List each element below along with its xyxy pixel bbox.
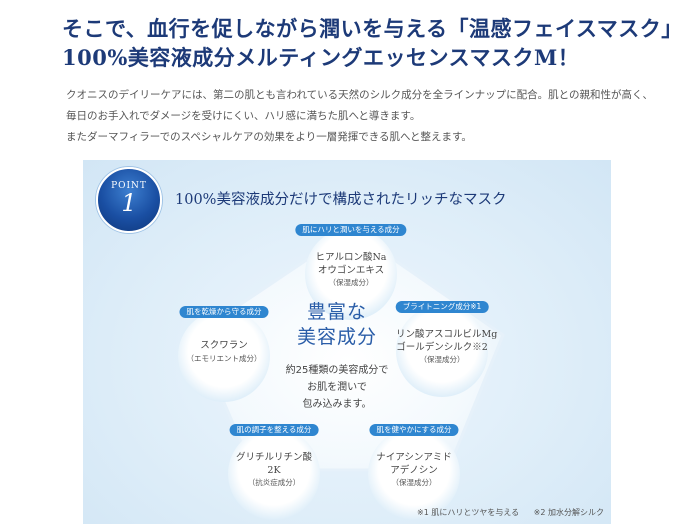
title-line-1: そこで、血行を促しながら潤いを与える「温感フェイスマスク」 [62,16,683,41]
node-line: ヒアルロン酸Na [315,252,387,263]
point-badge: POINT 1 [96,167,162,233]
ingredient-node-bottom-right: 肌を健やかにする成分 ナイアシンアミド アデノシン （保湿成分） [368,424,460,520]
node-tag: 肌を乾燥から守る成分 [179,306,269,318]
node-sub: （抗炎症成分） [247,478,301,487]
point-label: POINT [111,181,147,191]
node-sub: （保湿成分） [328,278,374,287]
center-headline: 豊富な 美容成分 [262,300,412,350]
node-tag: 肌の調子を整える成分 [229,424,319,436]
center-headline-line: 美容成分 [296,326,377,348]
footnote: ※1 肌にハリとツヤを与える [417,508,520,517]
intro-line: 毎日のお手入れでダメージを受けにくい、ハリ感に満ちた肌へと導きます。 [66,110,421,122]
point-number: 1 [121,189,137,217]
node-tag: ブライトニング成分※1 [395,301,489,313]
ingredient-node-top: 肌にハリと潤いを与える成分 ヒアルロン酸Na オウゴンエキス （保湿成分） [295,224,407,320]
intro-line: クオニスのデイリーケアには、第二の肌とも言われている天然のシルク成分を全ラインナ… [66,89,654,101]
node-line: スクワラン [200,340,248,351]
center-description-line: 約25種類の美容成分で [285,365,389,376]
node-tag: 肌にハリと潤いを与える成分 [295,224,407,236]
node-line: ゴールデンシルク※2 [396,341,488,353]
center-description-line: お肌を潤いで [307,382,367,393]
node-sub: （エモリエント成分） [186,353,262,363]
page-title: そこで、血行を促しながら潤いを与える「温感フェイスマスク」 100%美容液成分メ… [62,14,692,72]
center-description: 約25種類の美容成分で お肌を潤いで 包み込みます。 [262,362,412,413]
footnote: ※2 加水分解シルク [533,508,604,517]
node-sub: （保湿成分） [391,478,437,487]
center-headline-line: 豊富な [306,301,367,323]
center-description-line: 包み込みます。 [302,399,372,410]
center-message: 豊富な 美容成分 約25種類の美容成分で お肌を潤いで 包み込みます。 [262,300,412,413]
node-line: 2K [267,464,281,476]
title-line-2: 100%美容液成分メルティングエッセンスマスクM！ [62,45,580,70]
ingredient-node-bottom-left: 肌の調子を整える成分 グリチルリチン酸 2K （抗炎症成分） [228,424,320,520]
section-heading: 100%美容液成分だけで構成されたリッチなマスク [175,192,507,208]
ingredient-node-left: 肌を乾燥から守る成分 スクワラン （エモリエント成分） [178,306,270,402]
node-line: アデノシン [390,464,438,476]
intro-line: またダーマフィラーでのスペシャルケアの効果をより一層発揮できる肌へと整えます。 [66,131,472,143]
ingredient-node-right: ブライトニング成分※1 リン酸アスコルビルMg ゴールデンシルク※2 （保湿成分… [395,301,498,397]
node-tag: 肌を健やかにする成分 [369,424,459,436]
node-line: リン酸アスコルビルMg [396,329,498,340]
node-sub: （保湿成分） [419,355,465,364]
node-line: ナイアシンアミド [376,452,452,463]
intro-text: クオニスのデイリーケアには、第二の肌とも言われている天然のシルク成分を全ラインナ… [66,85,686,148]
footnotes: ※1 肌にハリとツヤを与える ※2 加水分解シルク [417,507,604,518]
node-line: グリチルリチン酸 [235,452,312,463]
node-line: オウゴンエキス [317,264,385,276]
